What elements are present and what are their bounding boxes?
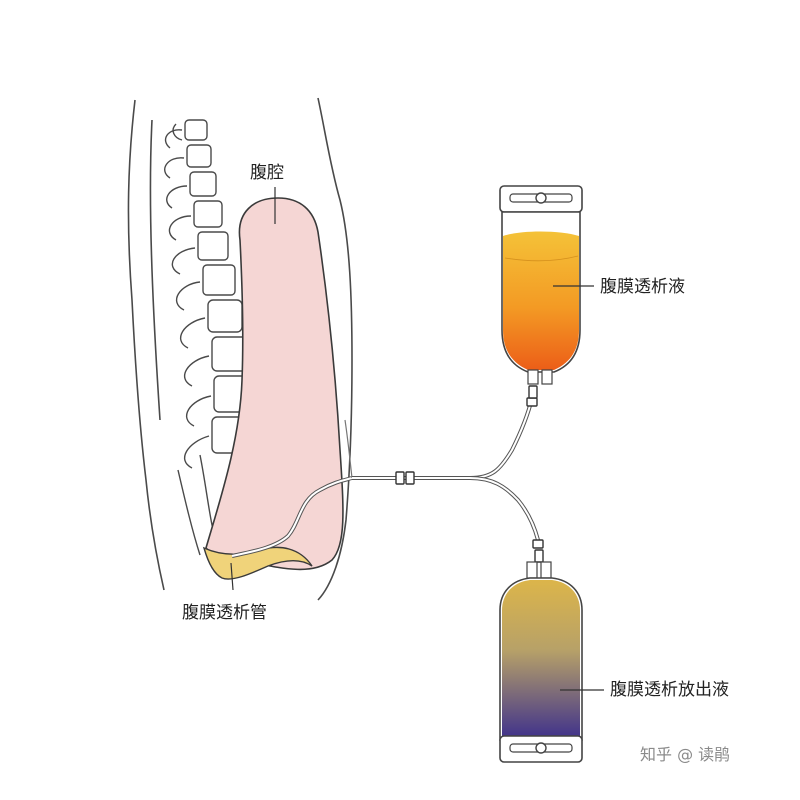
label-drain-fluid: 腹膜透析放出液 <box>610 680 729 700</box>
label-catheter: 腹膜透析管 <box>182 603 267 623</box>
drain-fluid <box>502 580 580 736</box>
abdominal-cavity <box>205 197 344 571</box>
tubing <box>352 397 540 541</box>
label-abdominal-cavity: 腹腔 <box>250 163 284 183</box>
clamp-icon <box>395 385 544 563</box>
watermark: 知乎 @ 读鹃 <box>640 745 730 764</box>
torso-outline <box>127 97 353 601</box>
leader-lines <box>230 187 604 691</box>
spine-icon <box>164 119 253 561</box>
drain-bag-icon <box>499 561 583 763</box>
label-dialysate: 腹膜透析液 <box>600 277 685 297</box>
iv-bag-icon <box>499 185 583 385</box>
dialysate-fluid <box>503 231 579 370</box>
